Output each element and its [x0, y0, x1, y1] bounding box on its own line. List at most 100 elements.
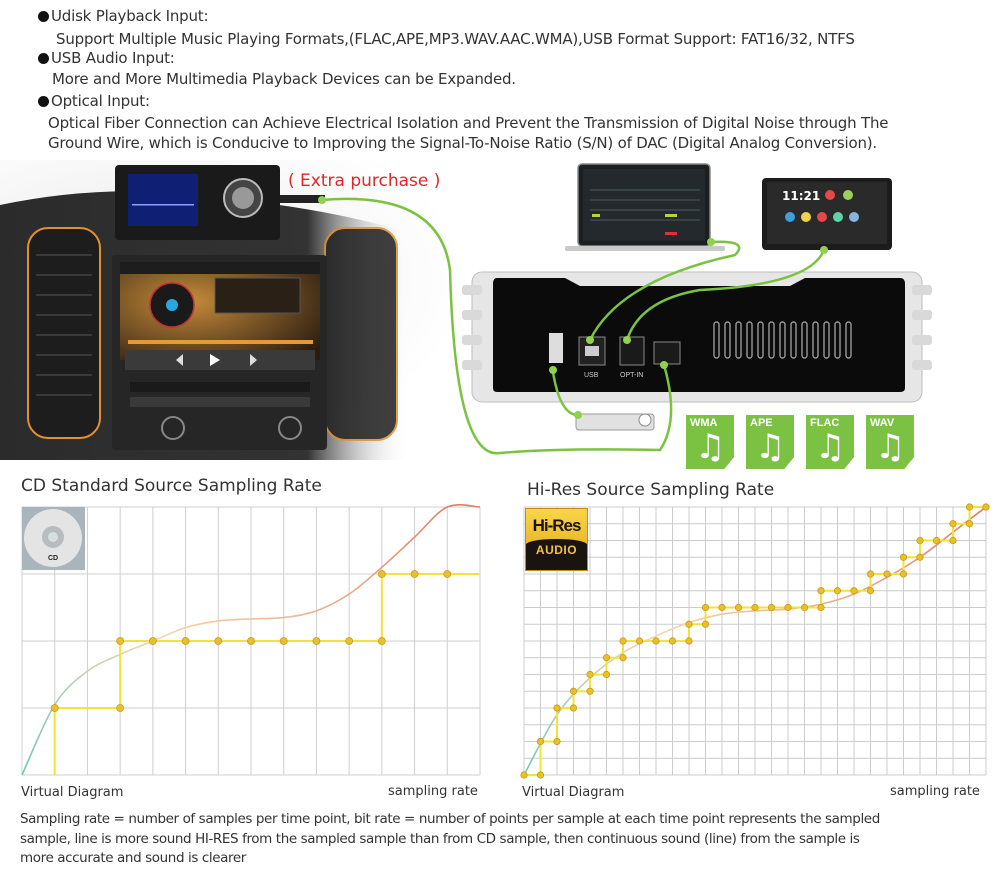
- cd-badge-text: CD: [48, 555, 58, 562]
- sample-point: [619, 654, 627, 662]
- hires-chart: [520, 503, 990, 779]
- sample-point: [116, 704, 125, 712]
- cd-disc-icon: CD: [24, 509, 82, 567]
- port-label-usb: USB: [584, 372, 599, 379]
- sample-point: [899, 553, 908, 561]
- sample-point: [965, 520, 974, 528]
- sample-point: [800, 603, 809, 612]
- sample-point: [536, 771, 545, 779]
- hires-badge-bottom: AUDIO: [535, 543, 578, 557]
- feature-desc-optical-2: Ground Wire, which is Conducive to Impro…: [48, 134, 877, 152]
- sample-point: [410, 570, 419, 578]
- format-icon-wma: WMA ♫: [686, 415, 734, 469]
- sample-point: [932, 536, 941, 545]
- sample-point: [148, 637, 157, 645]
- sample-point: [833, 587, 842, 595]
- feature-title-usb-audio: USB Audio Input:: [38, 48, 175, 69]
- sample-point: [866, 570, 875, 578]
- sample-point: [116, 637, 125, 645]
- format-label: WMA: [690, 417, 718, 429]
- feature-desc-optical-1: Optical Fiber Connection can Achieve Ele…: [48, 114, 889, 132]
- cd-corner-label: Virtual Diagram: [21, 785, 124, 800]
- feature-title-udisk: Udisk Playback Input:: [38, 6, 209, 27]
- cd-chart-title: CD Standard Source Sampling Rate: [21, 476, 322, 496]
- tablet-illustration: [762, 178, 892, 250]
- sample-point: [767, 603, 776, 612]
- sample-point: [586, 670, 594, 679]
- feature-title-text: Udisk Playback Input:: [51, 7, 209, 25]
- sample-point: [279, 637, 288, 645]
- format-icon-wav: WAV ♫: [866, 415, 914, 469]
- sample-point: [553, 737, 561, 746]
- sample-point: [247, 637, 255, 645]
- sample-point: [443, 570, 452, 578]
- sample-point: [784, 603, 792, 612]
- format-icon-ape: APE ♫: [746, 415, 794, 469]
- dac-unit: [462, 271, 932, 403]
- bullet-icon: [38, 11, 49, 22]
- sample-point: [312, 637, 321, 645]
- cable-connectors: [318, 196, 828, 419]
- sample-point: [652, 637, 660, 645]
- laptop-illustration: [565, 163, 725, 251]
- sample-point: [982, 503, 990, 511]
- hires-corner-label: Virtual Diagram: [522, 785, 625, 800]
- music-note-icon: ♫: [815, 427, 846, 467]
- sample-point: [817, 587, 825, 595]
- sample-point: [916, 553, 924, 561]
- sample-point: [377, 637, 386, 645]
- caption-line-2: sample, line is more sound HI-RES from t…: [20, 831, 860, 847]
- sample-point: [883, 570, 891, 578]
- sample-point: [899, 570, 908, 578]
- sample-point: [718, 603, 726, 612]
- feature-title-text: Optical Input:: [51, 92, 150, 110]
- caption-line-3: more accurate and sound is clearer: [20, 850, 246, 866]
- feature-title-text: USB Audio Input:: [51, 49, 175, 67]
- hires-badge-top: Hi-Res: [532, 516, 582, 535]
- port-label-opt-in: OPT-IN: [620, 372, 643, 379]
- connection-diagram: 11:21 USB OPT-IN: [318, 163, 932, 455]
- cables: [321, 197, 826, 455]
- sample-point: [668, 637, 677, 645]
- sample-point: [965, 503, 974, 511]
- format-label: APE: [750, 417, 773, 429]
- sample-point: [602, 654, 611, 662]
- format-icon-flac: FLAC ♫: [806, 415, 854, 469]
- sample-step-line: [53, 573, 480, 775]
- sample-point: [916, 536, 924, 545]
- format-label: FLAC: [810, 417, 840, 429]
- sample-point: [569, 687, 578, 695]
- music-note-icon: ♫: [695, 427, 726, 467]
- feature-desc-usb-audio: More and More Multimedia Playback Device…: [52, 70, 516, 88]
- sample-point: [377, 570, 386, 578]
- sample-point: [569, 704, 578, 712]
- sample-point: [619, 637, 627, 645]
- sample-point: [181, 637, 190, 645]
- hires-badge-dark-band: [526, 539, 587, 570]
- extra-purchase-label: ( Extra purchase ): [288, 171, 441, 191]
- cd-badge: CD: [22, 507, 85, 570]
- sample-point: [553, 704, 561, 712]
- sample-point: [866, 587, 875, 595]
- cd-xlabel: sampling rate: [388, 784, 478, 799]
- grid: [523, 506, 987, 776]
- sample-point: [949, 536, 957, 545]
- cd-chart: [21, 503, 481, 776]
- feature-title-optical: Optical Input:: [38, 91, 150, 112]
- sample-point: [701, 603, 710, 612]
- sample-point: [701, 620, 710, 628]
- sample-point: [345, 637, 354, 645]
- sample-point: [536, 737, 545, 746]
- hires-audio-badge: Hi-Res AUDIO: [525, 508, 588, 571]
- hires-chart-title: Hi-Res Source Sampling Rate: [527, 480, 775, 500]
- sample-point: [817, 603, 825, 612]
- bullet-icon: [38, 53, 49, 64]
- sample-point: [685, 637, 693, 645]
- bullet-icon: [38, 96, 49, 107]
- sample-point: [635, 637, 644, 645]
- usb-stick-illustration: [575, 413, 655, 431]
- dashboard-illustration: [0, 165, 410, 460]
- music-note-icon: ♫: [755, 427, 786, 467]
- sample-point: [734, 603, 743, 612]
- format-label: WAV: [870, 417, 895, 429]
